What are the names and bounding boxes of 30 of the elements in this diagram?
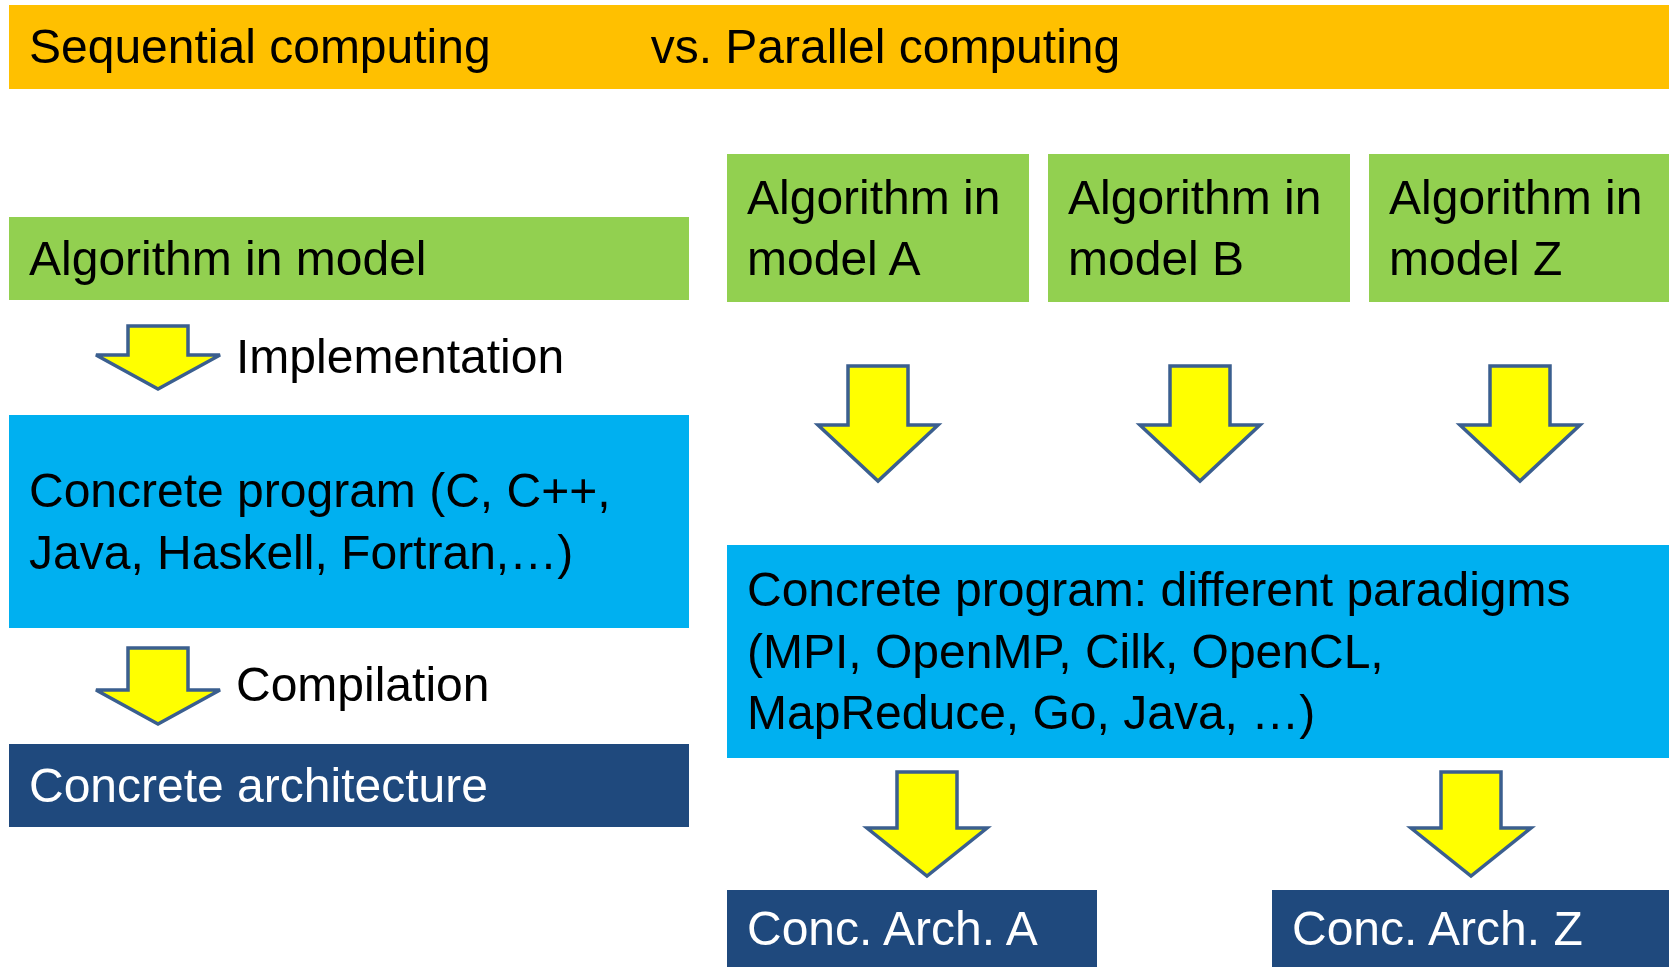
title-text: Sequential computing (29, 19, 491, 76)
block-arrow (862, 770, 992, 879)
architecture-box (9, 744, 689, 827)
algorithm-box (1369, 154, 1669, 302)
program-box (727, 545, 1669, 758)
program-box (9, 415, 689, 628)
architecture-box (727, 890, 1097, 967)
block-arrow (1135, 364, 1265, 484)
box-text: Conc. Arch. A (747, 900, 1039, 957)
box-text: Concrete architecture (29, 757, 489, 814)
edge-label: Compilation (236, 657, 490, 713)
title-text: vs. Parallel computing (650, 19, 1121, 76)
box-text: Algorithm in model (29, 230, 428, 287)
block-arrow (94, 324, 222, 391)
block-arrow (1455, 364, 1585, 484)
architecture-box (1272, 890, 1669, 967)
box-text: Algorithm in model Z (1389, 169, 1644, 287)
block-arrow (813, 364, 943, 484)
box-text: Concrete program: different paradigms (MPI, OpenMP, Cilk, OpenCL, MapReduce, Go, Java, …) (747, 562, 1572, 742)
box-text: Algorithm in model A (747, 169, 1002, 287)
algorithm-box (727, 154, 1029, 302)
block-arrow (94, 646, 222, 726)
box-text: Concrete program (C, C++, Java, Haskell, Fortran,…) (29, 463, 612, 581)
title-banner (9, 5, 1669, 89)
algorithm-box (9, 217, 689, 300)
algorithm-box (1048, 154, 1350, 302)
edge-label: Implementation (236, 328, 565, 385)
block-arrow (1406, 770, 1536, 879)
box-text: Algorithm in model B (1068, 169, 1323, 287)
box-text: Conc. Arch. Z (1292, 900, 1584, 957)
